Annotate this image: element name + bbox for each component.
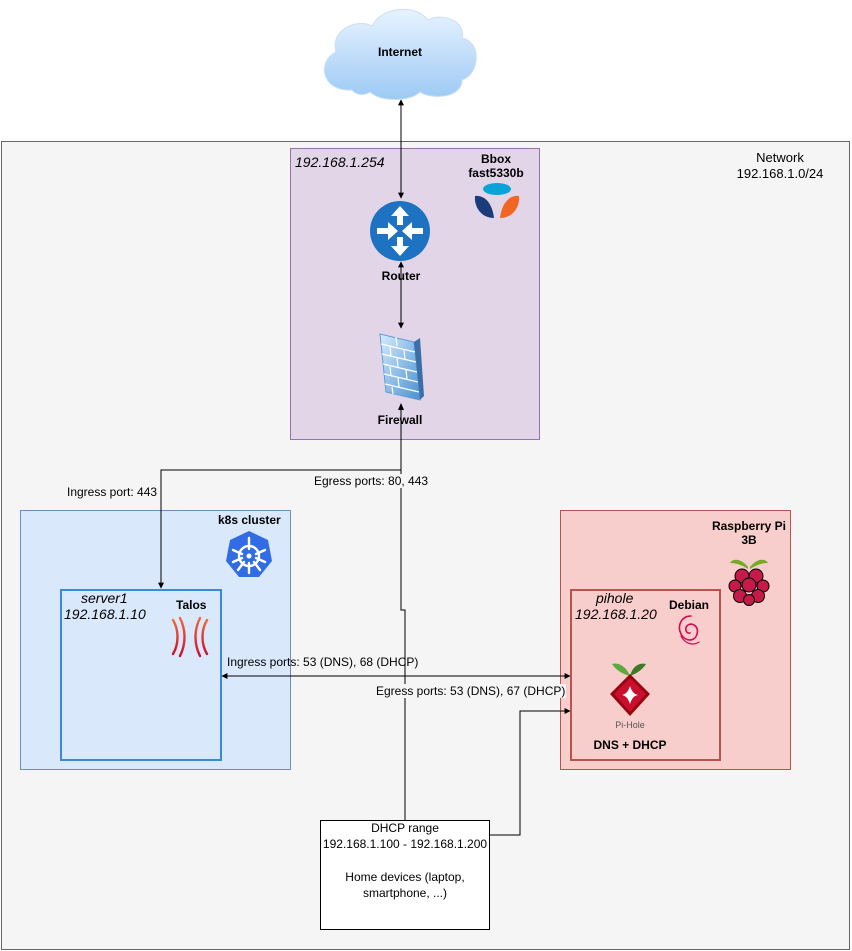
router-label: Router [381, 269, 421, 283]
dhcp-range-box [320, 820, 490, 930]
server1-os: Talos [176, 598, 207, 612]
router-icon [370, 201, 430, 261]
internet-label: Internet [378, 45, 423, 59]
kubernetes-icon [226, 531, 272, 577]
server1-ip: 192.168.1.10 [64, 606, 146, 622]
bbox-logo-icon [474, 183, 520, 218]
edge-label-ingress-443: Ingress port: 443 [67, 485, 158, 499]
firewall-arrowhead [398, 403, 404, 410]
dhcp-line2: 192.168.1.100 - 192.168.1.200 [322, 837, 488, 851]
pihole-name: pihole [596, 590, 634, 606]
talos-icon [171, 615, 209, 659]
raspberry-pi-icon [728, 559, 770, 606]
pihole-ip: 192.168.1.20 [575, 606, 657, 622]
edge-label-egress-dns-dhcp: Egress ports: 53 (DNS), 67 (DHCP) [375, 684, 567, 698]
server1-node [60, 589, 222, 761]
bbox-ip: 192.168.1.254 [295, 154, 385, 170]
edge-label-ingress-dns-dhcp: Ingress ports: 53 (DNS), 68 (DHCP) [227, 655, 419, 669]
dhcp-line3: Home devices (laptop, [345, 870, 465, 884]
edge-firewall-server1 [158, 405, 402, 589]
raspberry-pi-zone [560, 510, 791, 770]
pihole-os: Debian [669, 598, 710, 612]
k8s-label: k8s cluster [218, 513, 281, 527]
server1-name: server1 [81, 590, 128, 606]
debian-icon [678, 615, 700, 645]
bbox-model: fast5330b [468, 166, 524, 180]
rpi-line1: Raspberry Pi [711, 519, 787, 533]
pihole-icon [610, 663, 650, 716]
dhcp-line4: smartphone, ...) [362, 886, 448, 900]
network-subnet: 192.168.1.0/24 [736, 166, 824, 181]
network-title: Network [756, 150, 804, 165]
edge-label-egress-80-443: Egress ports: 80, 443 [313, 474, 430, 488]
edge-dhcp-pihole [490, 708, 571, 836]
pihole-logo-text: Pi-Hole [615, 720, 645, 730]
firewall-icon [379, 333, 424, 401]
pihole-node [570, 589, 721, 761]
edge-dhcp-egress [400, 470, 406, 820]
bbox-name: Bbox [481, 152, 511, 166]
firewall-label: Firewall [377, 413, 423, 427]
dhcp-line1: DHCP range [371, 821, 439, 835]
pihole-role: DNS + DHCP [593, 738, 667, 752]
rpi-line2: 3B [741, 533, 757, 547]
